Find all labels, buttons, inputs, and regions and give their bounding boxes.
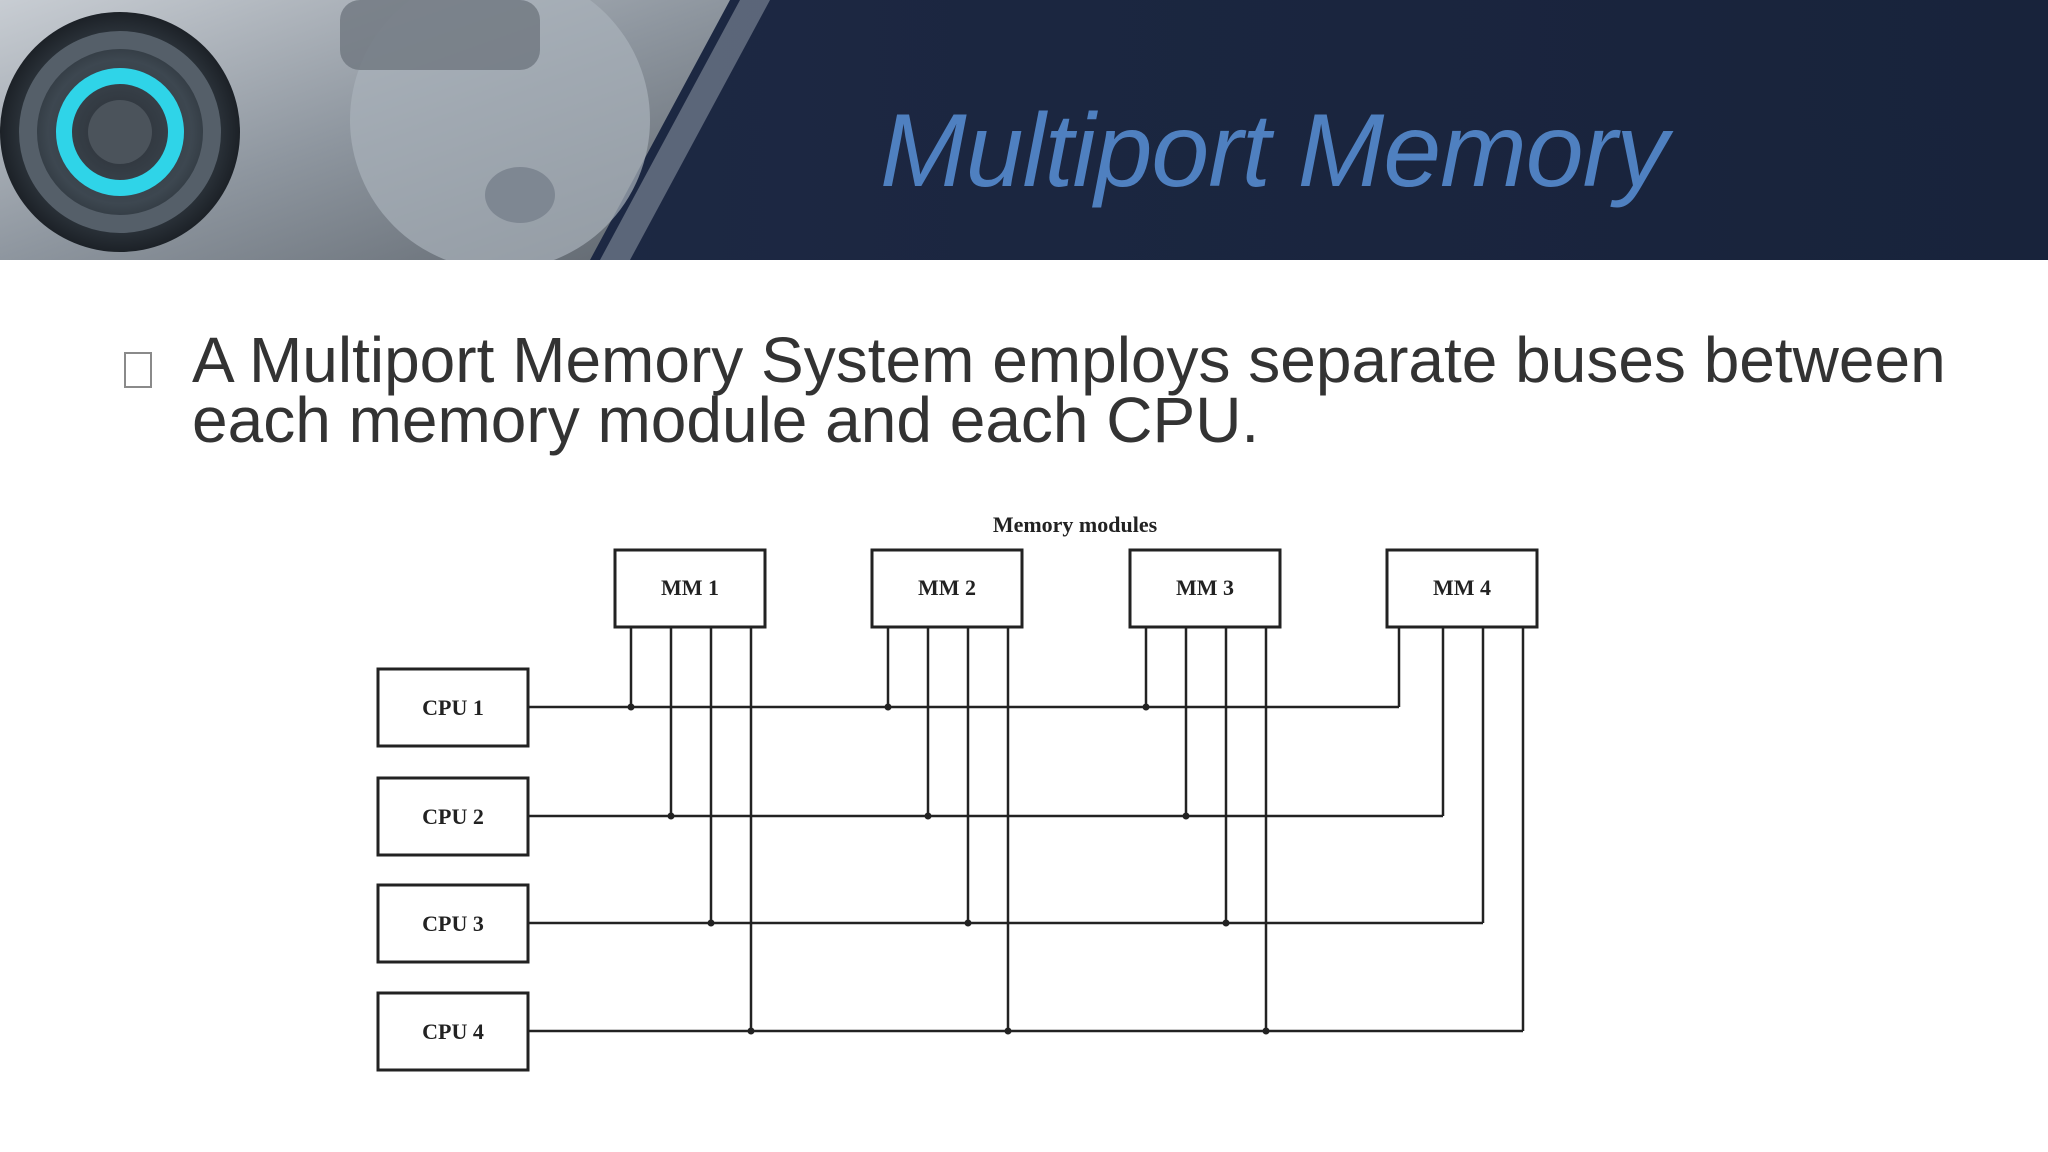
bus-junction — [964, 919, 972, 927]
cpu-label: CPU 3 — [422, 911, 484, 936]
cpu-label: CPU 1 — [422, 695, 484, 720]
bullet-text: A Multiport Memory System employs separa… — [192, 324, 1946, 456]
cpu-box: CPU 1 — [376, 667, 530, 748]
bus-junction — [1004, 1027, 1012, 1035]
memory-module-box: MM 3 — [1128, 548, 1282, 629]
cpu-box: CPU 2 — [376, 776, 530, 857]
slide-title: Multiport Memory — [880, 93, 1668, 209]
robot-eye-icon — [0, 12, 240, 252]
memory-module-label: MM 4 — [1433, 575, 1491, 600]
bus-junction — [1222, 919, 1230, 927]
memory-module-box: MM 1 — [613, 548, 767, 629]
memory-module-label: MM 1 — [661, 575, 719, 600]
bus-junction — [924, 812, 932, 820]
bus-junction — [1142, 703, 1150, 711]
cpu-label: CPU 4 — [422, 1019, 484, 1044]
diagram-caption: Memory modules — [993, 512, 1158, 537]
bus-junction — [627, 703, 635, 711]
bullet-box-icon — [124, 352, 152, 388]
slide-header: Multiport Memory — [0, 0, 2048, 260]
memory-module-label: MM 3 — [1176, 575, 1234, 600]
bus-junction — [667, 812, 675, 820]
bus-junction — [747, 1027, 755, 1035]
memory-module-label: MM 2 — [918, 575, 976, 600]
cpu-label: CPU 2 — [422, 804, 484, 829]
cpu-box: CPU 3 — [376, 883, 530, 964]
bus-junction — [707, 919, 715, 927]
memory-module-box: MM 4 — [1385, 548, 1539, 629]
cpu-box: CPU 4 — [376, 991, 530, 1072]
robot-header-art — [0, 0, 770, 260]
bus-junction — [1182, 812, 1190, 820]
bus-junction — [884, 703, 892, 711]
bus-junction — [1262, 1027, 1270, 1035]
memory-module-box: MM 2 — [870, 548, 1024, 629]
